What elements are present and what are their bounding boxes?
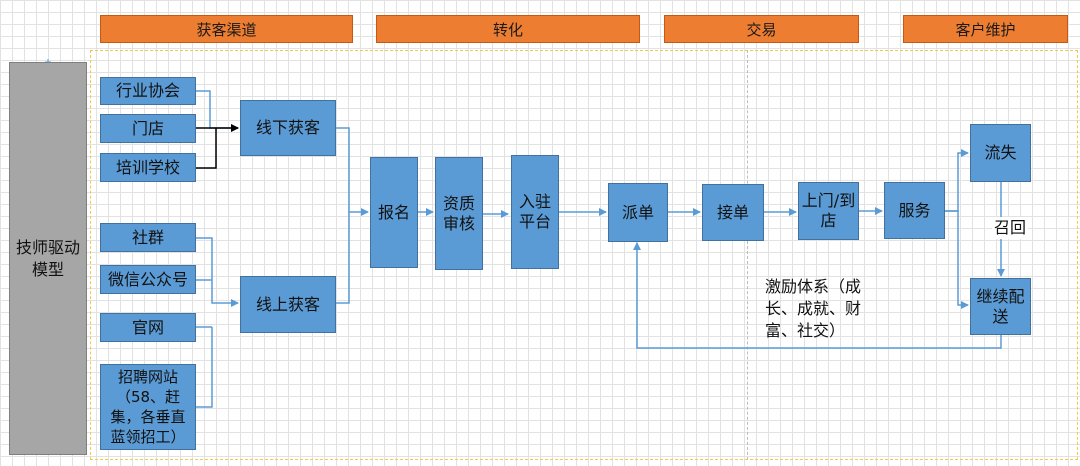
connector-community-online	[196, 237, 239, 307]
channel-store: 门店	[100, 114, 196, 143]
connector-incentive-loop	[633, 242, 1002, 349]
connector-association-offline	[196, 90, 239, 132]
label-recall: 召回	[992, 217, 1029, 239]
channel-wechat-account: 微信公众号	[100, 265, 196, 294]
connector-offline-signup	[336, 127, 369, 216]
connector-school-offline	[196, 128, 217, 169]
step-service: 服务	[884, 182, 945, 239]
online-acquisition: 线上获客	[240, 276, 336, 333]
channel-recruitment-sites: 招聘网站 （58、赶 集，各垂直 蓝领招工）	[100, 364, 196, 450]
header-maintenance: 客户维护	[903, 15, 1068, 43]
step-onsite-visit: 上门/到 店	[798, 182, 859, 240]
connector-service-continue	[945, 210, 969, 309]
connector-service-churn	[945, 149, 969, 212]
connector-recruit-online	[196, 327, 213, 408]
step-churn: 流失	[970, 124, 1031, 182]
diagram-frame	[90, 50, 1078, 460]
label-incentive-system: 激励体系（成 长、成就、财 富、社交）	[765, 277, 862, 340]
stage-divider	[747, 50, 748, 460]
step-join-platform: 入驻 平台	[511, 155, 559, 269]
header-acquisition: 获客渠道	[100, 15, 353, 43]
header-conversion: 转化	[376, 15, 640, 43]
step-qualification-review: 资质 审核	[435, 157, 483, 270]
channel-industry-association: 行业协会	[100, 77, 196, 105]
header-transaction: 交易	[664, 15, 859, 43]
technician-driven-model: 技师驱动 模型	[9, 62, 87, 455]
step-dispatch: 派单	[608, 183, 668, 242]
step-continue-delivery: 继续配 送	[970, 278, 1031, 335]
channel-community: 社群	[100, 223, 196, 252]
channel-training-school: 培训学校	[100, 153, 196, 182]
offline-acquisition: 线下获客	[240, 100, 336, 156]
connector-online-signup	[336, 212, 350, 304]
step-signup: 报名	[370, 157, 418, 268]
channel-website: 官网	[100, 313, 196, 342]
step-accept-order: 接单	[702, 184, 764, 241]
